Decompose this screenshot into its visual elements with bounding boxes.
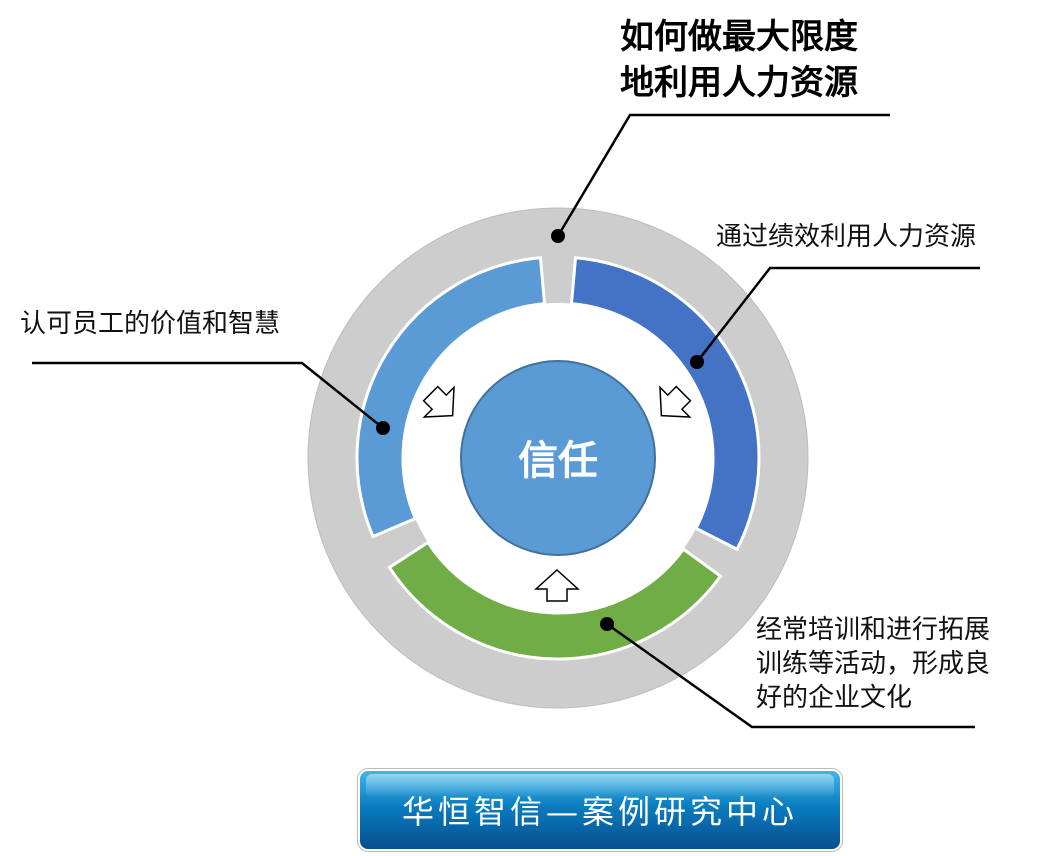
label-training-line-3: 好的企业文化 — [756, 683, 913, 713]
title-line-1: 如何做最大限度 — [620, 17, 858, 57]
label-performance: 通过绩效利用人力资源 — [716, 222, 977, 252]
center-label: 信任 — [518, 438, 598, 484]
callout-dot-left — [376, 421, 390, 435]
title-line-2: 地利用人力资源 — [620, 63, 858, 103]
callout-dot-title — [551, 229, 565, 243]
callout-line-title — [556, 113, 890, 237]
arrow-up-icon — [534, 568, 580, 602]
label-recognize-value: 认可员工的价值和智慧 — [20, 309, 281, 339]
callout-dot-right — [690, 355, 704, 369]
arrow-down-left-icon — [659, 385, 692, 418]
callout-line-left — [32, 361, 384, 429]
arc-recognize-value — [355, 256, 547, 539]
label-training-culture: 经常培训和进行拓展 训练等活动，形成良 好的企业文化 — [756, 613, 990, 715]
center-circle — [460, 360, 656, 556]
callout-line-right — [696, 266, 980, 363]
label-training-line-1: 经常培训和进行拓展 — [756, 615, 991, 645]
banner-case-study-center: 华恒智信—案例研究中心 — [360, 771, 840, 849]
arrow-down-right-icon — [422, 385, 455, 418]
callout-dot-bottom — [600, 617, 614, 631]
arc-performance — [569, 256, 761, 552]
label-training-line-2: 训练等活动，形成良 — [756, 649, 991, 679]
main-title: 如何做最大限度 地利用人力资源 — [620, 14, 858, 106]
arc-training-culture — [387, 540, 723, 661]
banner-text: 华恒智信—案例研究中心 — [401, 793, 798, 831]
callout-line-bottom — [606, 622, 975, 729]
